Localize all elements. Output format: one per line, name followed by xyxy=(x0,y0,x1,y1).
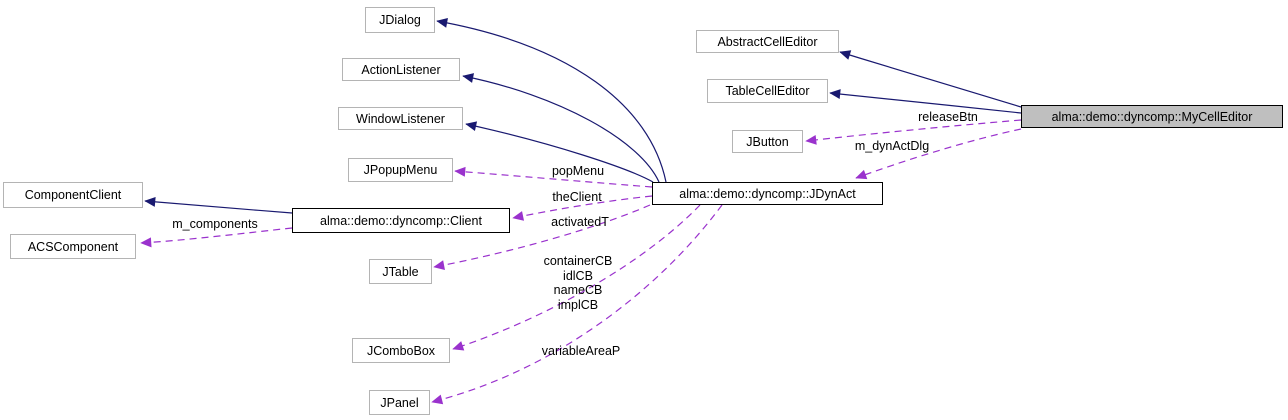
edge-usage-jdynact-jcombobox xyxy=(452,204,701,351)
node-windowlistener[interactable]: WindowListener xyxy=(338,107,463,130)
edge-usage-jdynact-jpanel xyxy=(431,204,723,405)
node-componentclient[interactable]: ComponentClient xyxy=(3,182,143,208)
node-jtable[interactable]: JTable xyxy=(369,259,432,284)
edge-usage-mycelleditor-jbutton xyxy=(805,119,1022,145)
edge-usage-jdynact-client xyxy=(512,195,653,221)
edge-usage-client-acscomponent xyxy=(140,227,293,248)
node-tablecelleditor[interactable]: TableCellEditor xyxy=(707,79,828,103)
edge-inherit-jdynact-windowlistener xyxy=(465,121,654,183)
node-jbutton[interactable]: JButton xyxy=(732,130,803,153)
edge-inherit-jdynact-jdialog xyxy=(436,17,667,183)
edge-usage-mycelleditor-jdynact xyxy=(855,128,1022,180)
node-abstractcelleditor[interactable]: AbstractCellEditor xyxy=(696,30,839,53)
edge-usage-jdynact-jtable xyxy=(433,204,651,270)
node-client[interactable]: alma::demo::dyncomp::Client xyxy=(292,208,510,233)
edge-inherit-jdynact-actionlistener xyxy=(462,73,660,183)
edge-inherit-mycelleditor-abstractcelleditor xyxy=(839,50,1022,108)
edge-inherit-mycelleditor-tablecelleditor xyxy=(829,89,1022,114)
node-jdialog[interactable]: JDialog xyxy=(365,7,435,33)
node-actionlistener[interactable]: ActionListener xyxy=(342,58,460,81)
node-jcombobox[interactable]: JComboBox xyxy=(352,338,450,363)
node-jpopupmenu[interactable]: JPopupMenu xyxy=(348,158,453,182)
node-jpanel[interactable]: JPanel xyxy=(369,390,430,415)
edge-inherit-client-componentclient xyxy=(144,196,293,214)
node-jdynact[interactable]: alma::demo::dyncomp::JDynAct xyxy=(652,182,883,205)
edge-usage-jdynact-jpopupmenu xyxy=(454,166,653,188)
node-acscomponent[interactable]: ACSComponent xyxy=(10,234,136,259)
node-mycelleditor-current: alma::demo::dyncomp::MyCellEditor xyxy=(1021,105,1283,128)
